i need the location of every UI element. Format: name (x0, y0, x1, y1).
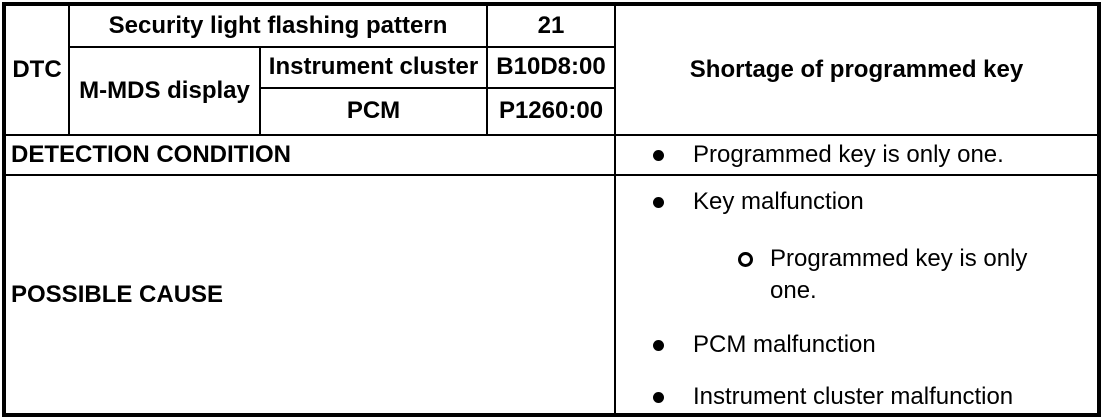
bullet-icon (653, 392, 664, 403)
pcm-code-cell: P1260:00 (486, 87, 616, 136)
bullet-icon (653, 197, 664, 208)
list-item-label: Key malfunction (693, 188, 864, 215)
detection-condition-items-cell: Programmed key is only one. (614, 134, 1100, 176)
dtc-description-cell: Shortage of programmed key (614, 3, 1100, 136)
bullet-icon (653, 150, 664, 161)
detection-condition-header-cell: DETECTION CONDITION (3, 134, 616, 176)
instrument-cluster-code-cell: B10D8:00 (486, 46, 616, 89)
instrument-cluster-label-cell: Instrument cluster (259, 46, 488, 89)
sub-list-item: Programmed key is only one. (617, 243, 1097, 307)
possible-cause-header-cell: POSSIBLE CAUSE (3, 174, 616, 416)
list-item-label: Programmed key is only one. (693, 141, 1004, 168)
list-item: Key malfunction (617, 186, 1097, 218)
security-pattern-code-cell: 21 (486, 3, 616, 48)
list-item-label: Instrument cluster malfunction (693, 383, 1014, 410)
list-item-label: PCM malfunction (693, 331, 876, 358)
security-pattern-label-cell: Security light flashing pattern (68, 3, 488, 48)
dtc-table: DTC Security light flashing pattern 21 S… (2, 2, 1101, 417)
sub-bullet-icon (738, 252, 753, 267)
list-item: Instrument cluster malfunction (617, 381, 1097, 413)
possible-cause-items-cell: Key malfunction Programmed key is only o… (614, 174, 1100, 416)
table-row: PCM P1260:00 (4, 87, 1099, 136)
table-row: DTC Security light flashing pattern 21 S… (3, 3, 1100, 136)
table-row: POSSIBLE CAUSE Key malfunction Programme… (3, 174, 1100, 416)
list-item: Programmed key is only one. (617, 139, 1097, 171)
table-row: M-MDS display Instrument cluster B10D8:0… (4, 46, 1099, 136)
table-row: DETECTION CONDITION Programmed key is on… (3, 134, 1100, 176)
pcm-label-cell: PCM (259, 87, 488, 136)
sub-list-item-label: Programmed key is only one. (770, 245, 1028, 304)
bullet-icon (653, 340, 664, 351)
list-item: PCM malfunction (617, 329, 1097, 361)
dtc-header-cell: DTC (3, 3, 70, 136)
mmds-display-cell: M-MDS display (68, 46, 261, 136)
